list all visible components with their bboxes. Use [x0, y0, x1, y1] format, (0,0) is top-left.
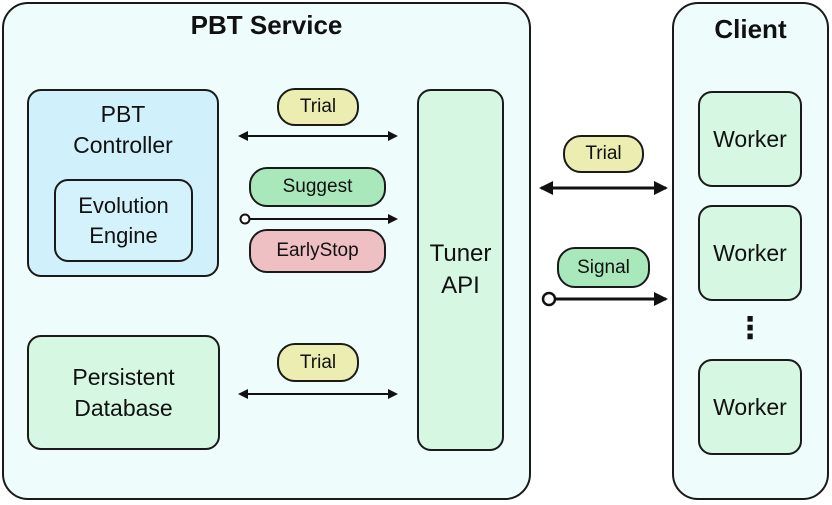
trial-message-pill: Trial: [277, 88, 359, 126]
pbt-controller-label-line2: Controller: [73, 132, 173, 158]
tuner-api-label-line2: API: [441, 272, 480, 299]
persistent-database-label-line1: Persistent: [72, 363, 175, 390]
ellipsis-icon: ⋮: [735, 312, 765, 345]
persistent-database-box: Persistent Database: [27, 335, 220, 450]
signal-message-pill: Signal: [557, 247, 650, 288]
worker-box: Worker: [698, 359, 802, 455]
evolution-engine-label-line1: Evolution: [78, 192, 169, 218]
persistent-database-label-line2: Database: [74, 394, 173, 421]
evolution-engine-label-line2: Engine: [89, 222, 158, 248]
tuner-api-label-line1: Tuner: [429, 240, 492, 267]
pbt-controller-label-line1: PBT: [100, 101, 146, 127]
suggest-message-pill: Suggest: [249, 167, 386, 207]
earlystop-message-pill: EarlyStop: [249, 229, 386, 273]
suggest-arrow-origin: [239, 213, 251, 225]
client-title: Client: [714, 14, 787, 44]
worker-box: Worker: [698, 205, 802, 301]
evolution-engine-box: Evolution Engine: [54, 179, 193, 262]
tuner-api-box: Tuner API: [417, 89, 504, 451]
signal-arrow-origin: [541, 291, 557, 307]
pbt-service-title: PBT Service: [190, 10, 343, 40]
worker-box: Worker: [698, 91, 802, 187]
trial-message-pill: Trial: [563, 135, 644, 173]
trial-message-pill: Trial: [277, 343, 359, 382]
